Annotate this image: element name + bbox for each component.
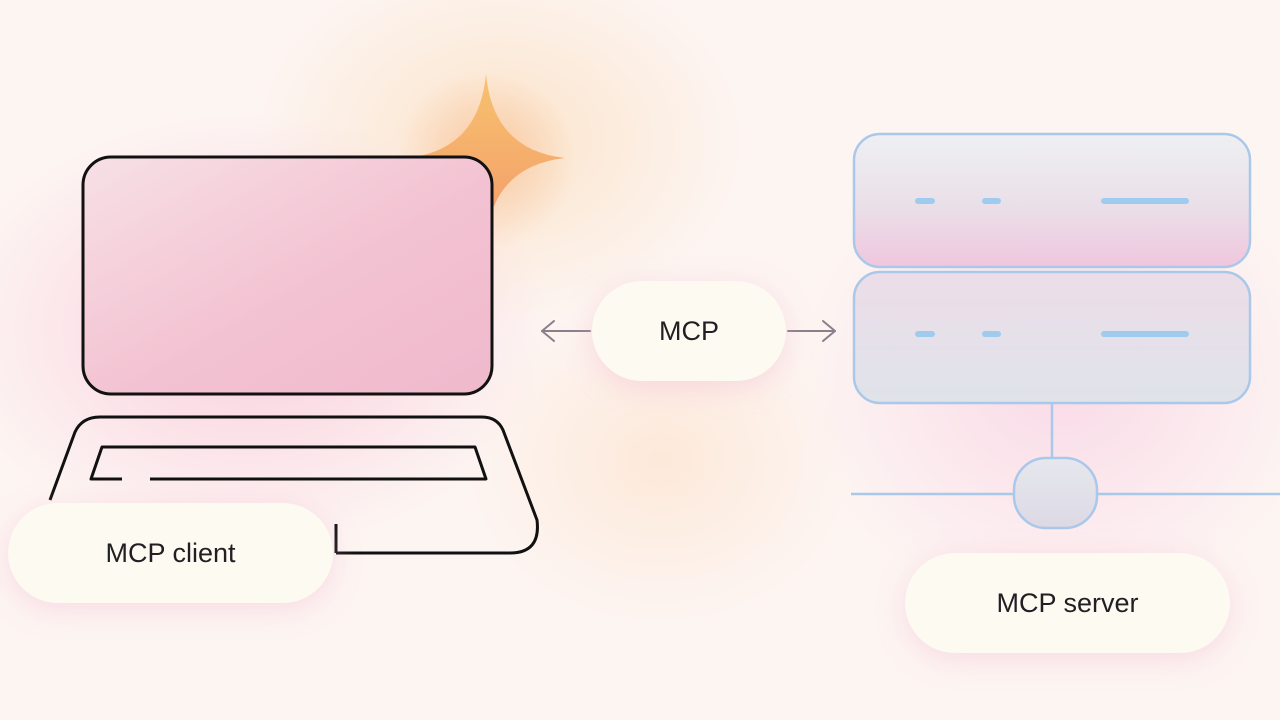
- mcp-server-text: MCP server: [996, 587, 1139, 618]
- server-rack-icon: [851, 132, 1280, 530]
- mcp-protocol-label: MCP: [592, 281, 786, 381]
- laptop-base: [48, 415, 539, 555]
- mcp-client-text: MCP client: [105, 537, 236, 568]
- arrow-left-icon: [541, 320, 591, 342]
- mcp-protocol-text: MCP: [659, 315, 719, 346]
- server-node: [1012, 456, 1099, 530]
- mcp-server-label: MCP server: [905, 553, 1230, 653]
- laptop-screen: [81, 155, 494, 396]
- mcp-client-label: MCP client: [8, 503, 333, 603]
- arrow-right-icon: [787, 320, 836, 342]
- laptop-icon: [48, 155, 539, 555]
- server-unit-top: [852, 132, 1252, 269]
- laptop-keyboard: [89, 445, 488, 481]
- server-unit-bottom: [852, 270, 1252, 405]
